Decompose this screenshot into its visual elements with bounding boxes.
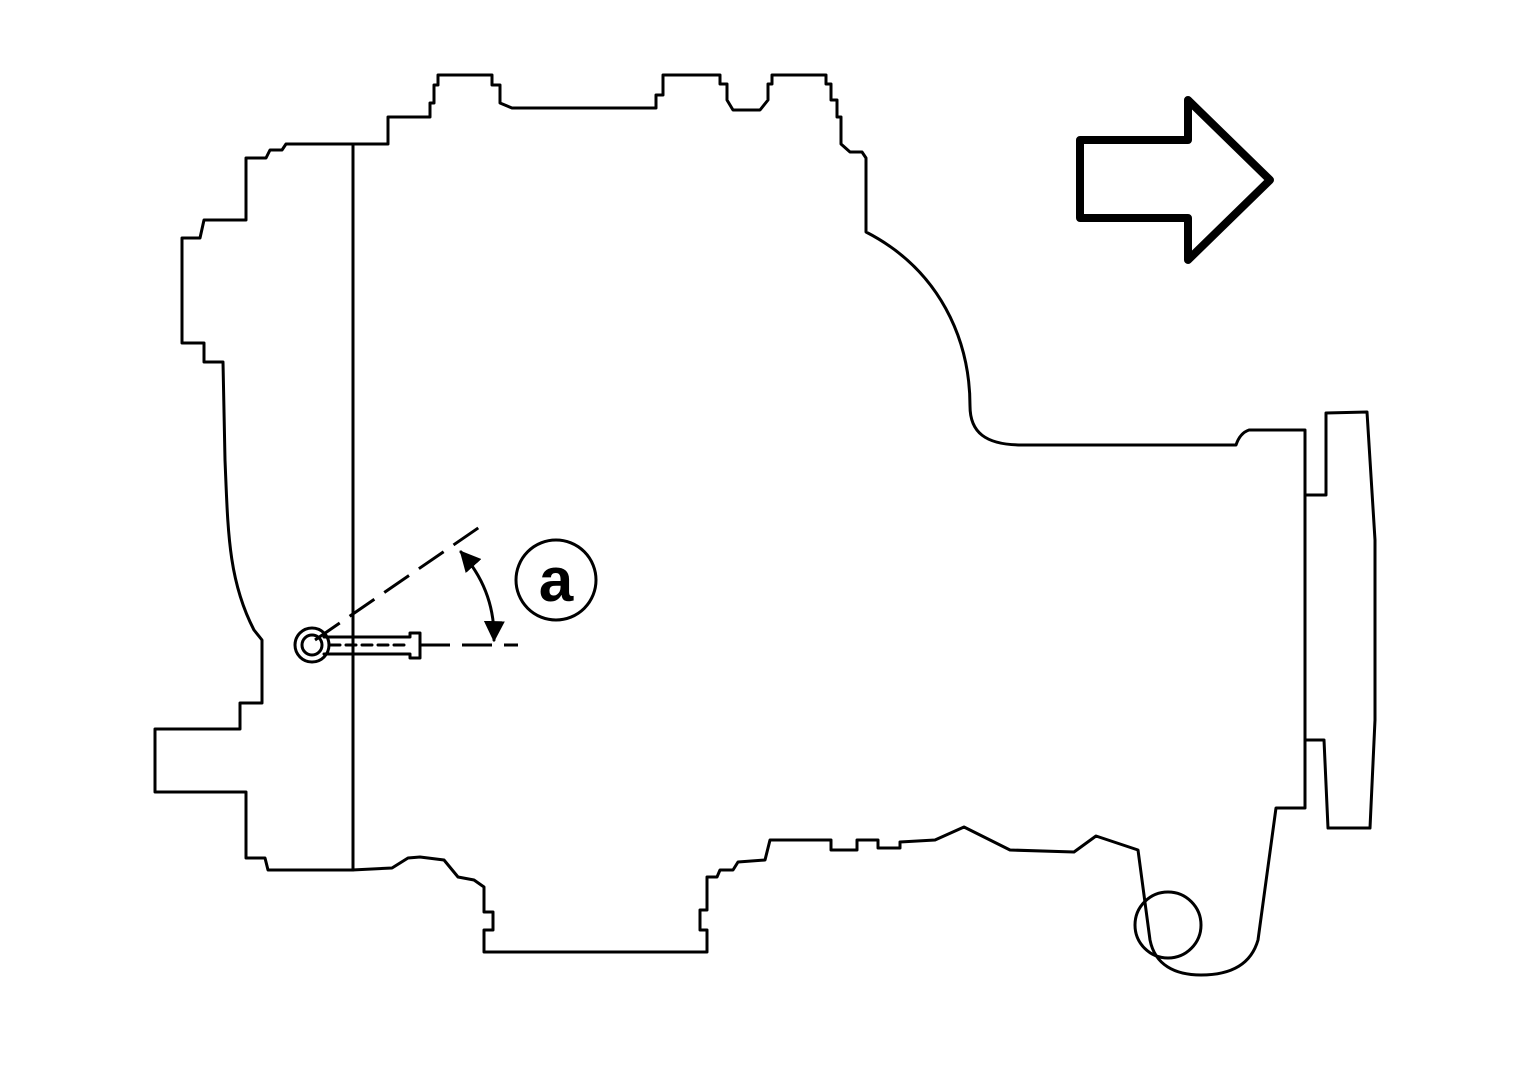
housing-outline xyxy=(153,73,1307,977)
double-arrow-arc-icon xyxy=(459,550,505,643)
arrow-right-icon xyxy=(1076,96,1274,264)
angle-reference-lines xyxy=(314,522,518,647)
lever-pivot xyxy=(293,626,422,664)
output-flange xyxy=(1303,410,1377,830)
callout-a: a xyxy=(514,538,598,622)
callout-label: a xyxy=(539,546,574,615)
